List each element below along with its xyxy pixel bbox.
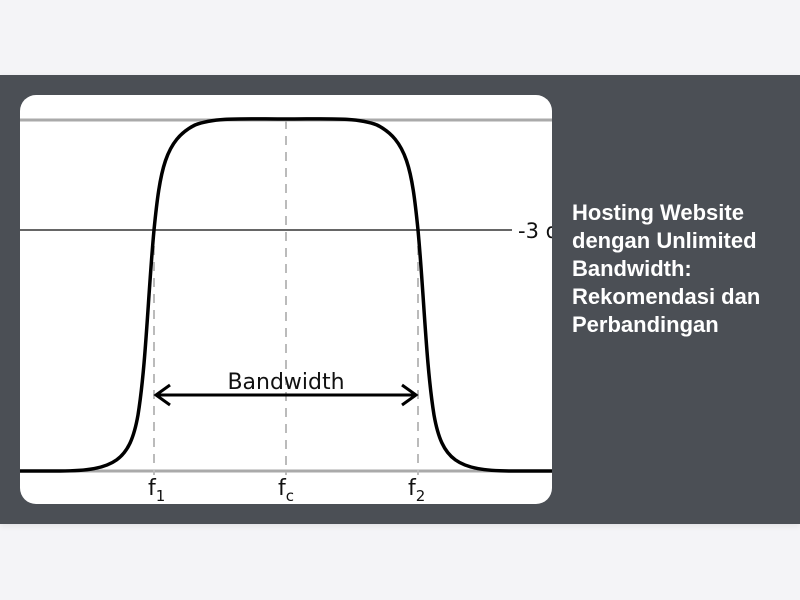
article-title-link[interactable]: Hosting Website dengan Unlimited Bandwid… [572, 200, 761, 337]
bandwidth-label: Bandwidth [227, 370, 344, 395]
arrowhead-right [401, 383, 419, 407]
f2-letter: f [408, 476, 417, 501]
minus3db-label: -3 d [518, 219, 552, 243]
f2-subscript: 2 [416, 487, 426, 504]
f1-label: f1 [148, 476, 165, 504]
article-thumbnail[interactable]: Bandwidth -3 d f1 fc f2 [20, 95, 552, 504]
fc-subscript: c [286, 487, 294, 504]
fc-label: fc [278, 476, 294, 504]
arrowhead-left [153, 383, 171, 407]
f1-letter: f [148, 476, 157, 501]
bandwidth-diagram: Bandwidth -3 d f1 fc f2 [20, 117, 552, 504]
f1-subscript: 1 [156, 487, 166, 504]
bandpass-curve [20, 117, 552, 473]
f2-label: f2 [408, 476, 425, 504]
fc-letter: f [278, 476, 287, 501]
article-card[interactable]: Bandwidth -3 d f1 fc f2 Hosting Website … [0, 75, 800, 524]
